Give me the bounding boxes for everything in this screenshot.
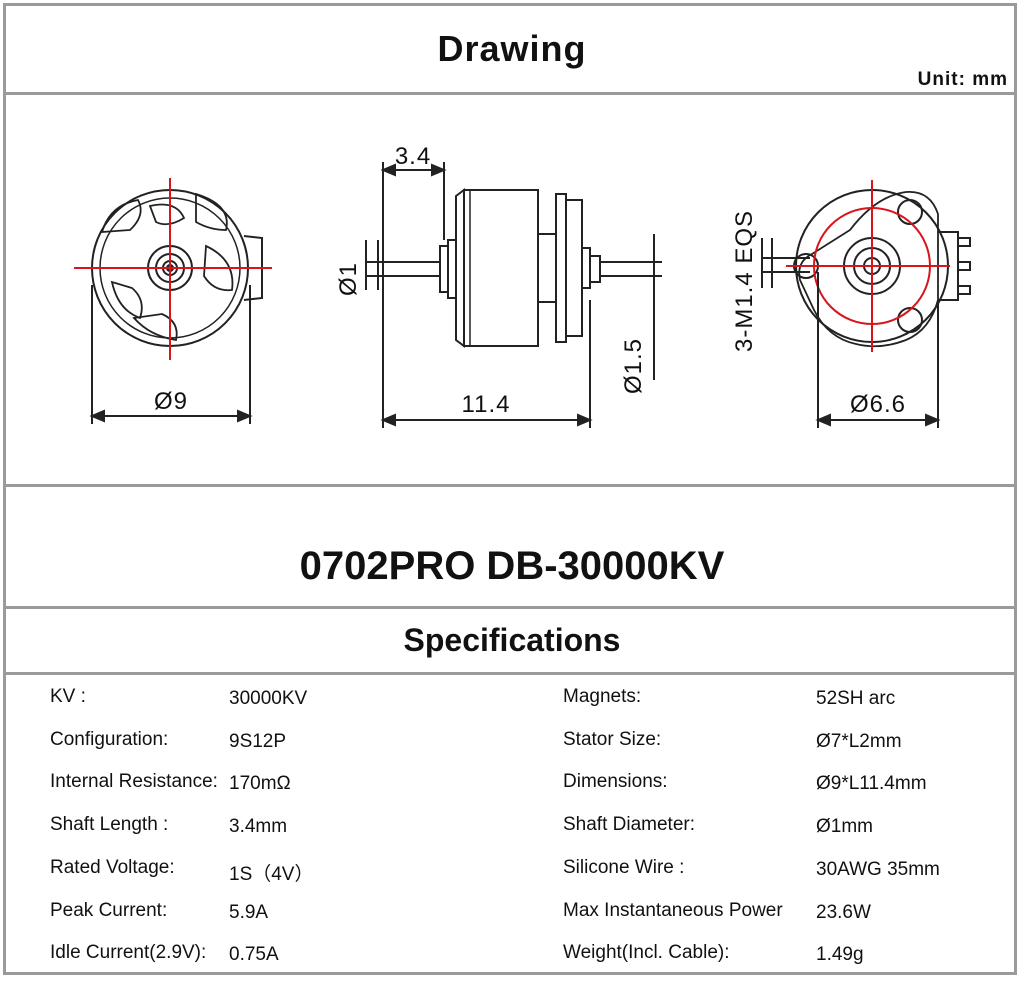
front-diameter-label: Ø9 bbox=[154, 388, 188, 415]
spec-label: Max Instantaneous Power bbox=[563, 900, 783, 921]
spec-value: 0.75A bbox=[229, 944, 279, 965]
shaft-diameter-label: Ø1 bbox=[335, 262, 362, 296]
spec-value: 52SH arc bbox=[816, 688, 896, 709]
spec-label: Silicone Wire : bbox=[563, 857, 685, 878]
divider-model bbox=[3, 606, 1017, 609]
shaft-length-label: 3.4 bbox=[395, 143, 431, 170]
spec-label: Shaft Length : bbox=[50, 814, 169, 835]
spec-value: 3.4mm bbox=[229, 816, 288, 837]
specifications-title: Specifications bbox=[403, 622, 621, 658]
spec-value: 5.9A bbox=[229, 902, 269, 923]
spec-value: Ø7*L2mm bbox=[816, 731, 902, 752]
spec-label: Shaft Diameter: bbox=[563, 814, 695, 835]
end-shaft-label: Ø1.5 bbox=[620, 338, 647, 394]
spec-value: 9S12P bbox=[229, 731, 287, 752]
spec-label: Peak Current: bbox=[50, 900, 168, 921]
spec-value: 30AWG 35mm bbox=[816, 859, 940, 880]
spec-value: 30000KV bbox=[229, 688, 308, 709]
document-frame bbox=[3, 3, 1017, 975]
total-length-label: 11.4 bbox=[462, 391, 511, 418]
front-dim-lines bbox=[89, 285, 253, 424]
spec-value: 1.49g bbox=[816, 944, 864, 965]
mount-holes-label: 3-M1.4 EQS bbox=[731, 210, 758, 352]
divider-spec bbox=[3, 672, 1017, 675]
spec-value: 170mΩ bbox=[229, 773, 291, 794]
divider-drawing bbox=[3, 484, 1017, 487]
mount-circle-label: Ø6.6 bbox=[850, 391, 906, 418]
spec-label: Idle Current(2.9V): bbox=[50, 942, 207, 963]
spec-label: Rated Voltage: bbox=[50, 857, 175, 878]
side-view bbox=[382, 188, 606, 348]
drawing-title: Drawing bbox=[437, 28, 587, 69]
spec-label: Weight(Incl. Cable): bbox=[563, 942, 730, 963]
spec-value: Ø1mm bbox=[816, 816, 873, 837]
model-title: 0702PRO DB-30000KV bbox=[299, 544, 725, 588]
spec-value: 23.6W bbox=[816, 902, 871, 923]
spec-label: Stator Size: bbox=[563, 729, 662, 750]
spec-label: Magnets: bbox=[563, 686, 642, 707]
spec-label: Internal Resistance: bbox=[50, 771, 218, 792]
unit-label: Unit: mm bbox=[917, 69, 1008, 90]
spec-label: Configuration: bbox=[50, 729, 169, 750]
spec-value: Ø9*L11.4mm bbox=[816, 773, 927, 794]
spec-label: Dimensions: bbox=[563, 771, 668, 792]
divider-top bbox=[3, 92, 1017, 95]
spec-value: 1S（4V） bbox=[229, 864, 314, 885]
rear-dim-lines bbox=[761, 238, 941, 428]
spec-label: KV : bbox=[50, 686, 86, 707]
side-dim-lines bbox=[365, 162, 662, 428]
